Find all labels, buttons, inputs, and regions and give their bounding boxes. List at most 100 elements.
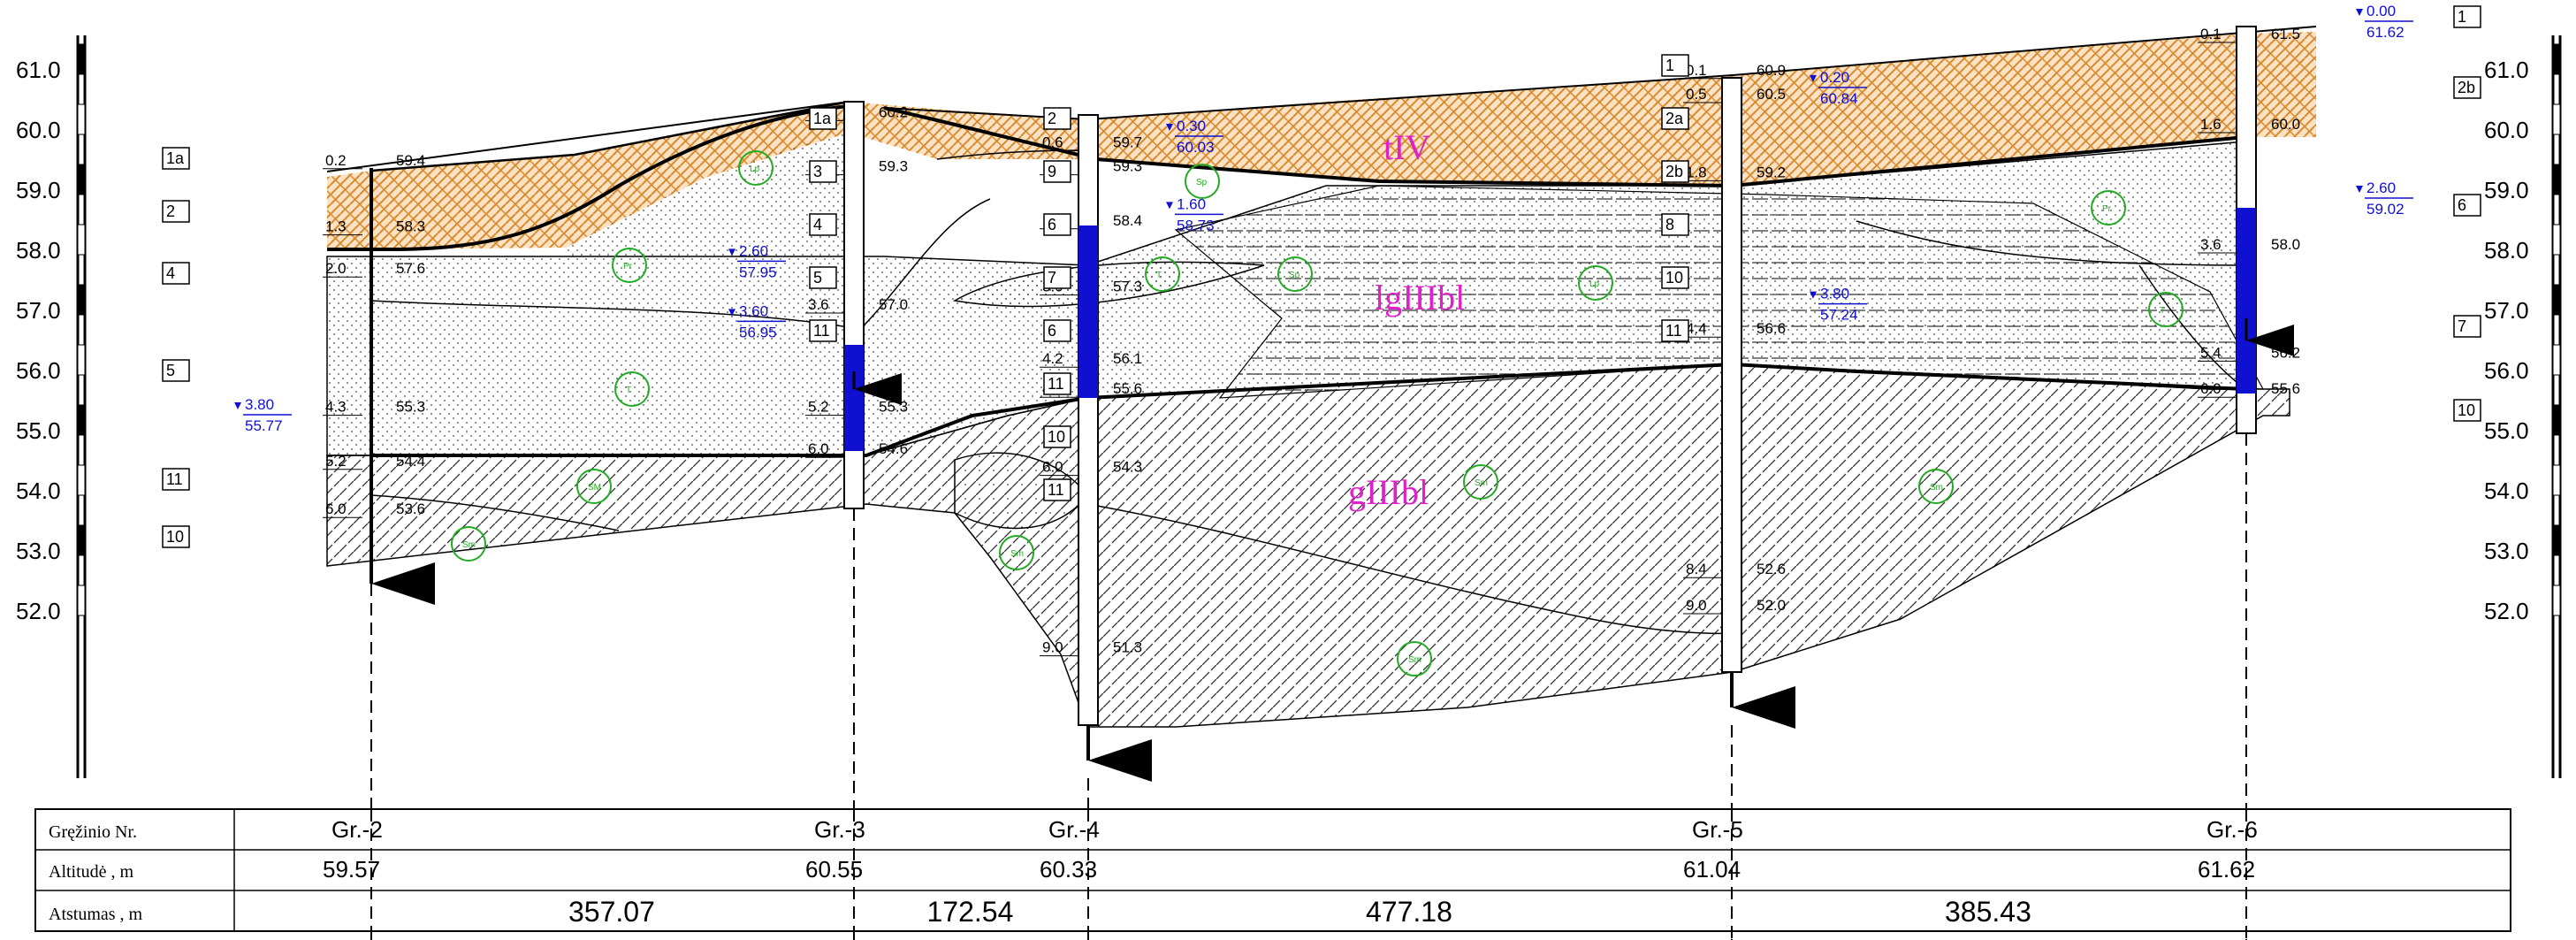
legend-code: 7 <box>2458 317 2466 335</box>
soil-type-circle <box>1185 164 1220 199</box>
legend-code: 10 <box>2458 401 2475 419</box>
legend-code: 6 <box>2458 196 2466 214</box>
soil-type-circle <box>1463 464 1498 500</box>
depth-label: 3.6 <box>2200 236 2222 253</box>
soil-type-label: SM <box>588 483 601 493</box>
soil-type-circle <box>614 371 650 407</box>
water-level-marker <box>2356 186 2363 193</box>
soil-type-circle <box>612 248 647 283</box>
legend-code-box <box>2453 194 2481 217</box>
legend-code-box <box>2453 399 2481 422</box>
scale-segment <box>77 464 86 496</box>
water-right-top-elev: 61.62 <box>2366 24 2405 41</box>
layer-code-box <box>1043 372 1071 395</box>
layer-code-box <box>809 107 837 130</box>
soil-type-circle <box>2091 190 2126 225</box>
elevation-label: 60.2 <box>879 103 908 120</box>
scale-segment <box>77 344 86 376</box>
scale-tick-label: 61.0 <box>16 57 61 83</box>
elevation-label: 52.6 <box>1757 561 1786 577</box>
layer-code-box <box>1043 266 1071 289</box>
soil-type-label: Sm <box>462 540 476 550</box>
layer-code-box <box>1043 425 1071 448</box>
water-right-depth: 2.60 <box>2366 180 2396 196</box>
table-row-label: Altitudė , m <box>49 862 134 882</box>
scale-segment <box>2552 404 2561 436</box>
layer-code: 4 <box>813 216 822 233</box>
layer-code: 2a <box>1665 110 1684 127</box>
depth-label: 4.3 <box>325 399 347 416</box>
legend-code: 11 <box>166 470 183 488</box>
borehole-water-depth: 0.30 <box>1177 118 1206 134</box>
scale-tick-label: 52.0 <box>2484 598 2529 624</box>
elevation-label: 56.2 <box>2271 344 2300 361</box>
depth-label: 3.6 <box>808 296 829 313</box>
layer-code: 9 <box>1048 163 1056 180</box>
soil-type-label: Sm <box>1010 549 1024 559</box>
depth-label: 6.0 <box>325 501 347 517</box>
scale-tick-label: 53.0 <box>2484 538 2529 564</box>
depth-label: 0.6 <box>1042 134 1063 150</box>
depth-label: 6.0 <box>1042 459 1063 476</box>
layer-code: 6 <box>1048 322 1056 340</box>
soil-type-label: Sp <box>1289 271 1300 280</box>
water-level-marker <box>1166 123 1173 131</box>
depth-label: 9.0 <box>1686 597 1707 614</box>
water-level-marker <box>728 248 735 256</box>
depth-label: 1.6 <box>2200 116 2222 133</box>
layer-code: 1 <box>1665 57 1674 74</box>
layer-code-box <box>809 319 837 342</box>
elevation-label: 59.7 <box>1113 134 1142 150</box>
legend-code: 2b <box>2458 79 2475 96</box>
elevation-scale-left: 61.060.059.058.057.056.055.054.053.052.0 <box>16 35 87 778</box>
layer-code: 11 <box>1048 481 1064 499</box>
elevation-label: 61.5 <box>2271 26 2300 42</box>
elevation-label: 57.0 <box>879 296 908 313</box>
scale-segment <box>2552 464 2561 496</box>
soil-type-label: Sm <box>1475 478 1488 488</box>
elevation-label: 58.4 <box>1113 212 1142 229</box>
soil-type-circle <box>1145 256 1180 292</box>
layer-code: 3 <box>813 163 822 180</box>
elevation-label: 54.4 <box>396 453 425 470</box>
table-borehole-id: Gr.-6 <box>2206 816 2258 843</box>
depth-label: 5.4 <box>2200 344 2222 361</box>
borehole-water-elev: 58.73 <box>1177 217 1215 233</box>
legend-code: 1a <box>166 149 185 167</box>
legend-code-box <box>162 468 190 491</box>
scale-segment <box>77 43 86 75</box>
scale-segment <box>77 585 86 616</box>
layer-code-box <box>809 160 837 183</box>
scale-segment <box>77 164 86 195</box>
scale-segment <box>2552 224 2561 256</box>
soil-type-label: Lp <box>750 164 760 174</box>
scale-tick-label: 60.0 <box>16 117 61 143</box>
elevation-label: 57.6 <box>396 260 425 277</box>
depth-label: 0.5 <box>1686 86 1707 103</box>
layer-code-box <box>1661 160 1689 183</box>
soil-type-label: Sm <box>1408 655 1421 665</box>
scale-segment <box>2552 344 2561 376</box>
water-level-marker <box>234 402 241 409</box>
labels: 1a245111012b67103.8055.772.6059.020.0061… <box>162 3 2481 676</box>
legend-code: 5 <box>166 362 175 379</box>
depth-label: 6.0 <box>2200 380 2222 397</box>
elevation-label: 55.6 <box>1113 380 1142 397</box>
elevation-label: 58.3 <box>396 218 425 235</box>
depth-label: 5.2 <box>325 453 347 470</box>
layer-code: 10 <box>1048 428 1065 446</box>
scale-segment <box>77 224 86 256</box>
borehole-water-elev: 57.95 <box>739 264 777 280</box>
elevation-label: 59.4 <box>396 152 425 169</box>
depth-label: 5.2 <box>808 399 829 416</box>
scale-tick-label: 59.0 <box>16 177 61 203</box>
soil-type-label: Pr <box>2102 204 2112 214</box>
scale-tick-label: 57.0 <box>2484 297 2529 324</box>
water-level-marker <box>2356 9 2363 16</box>
legend-code-box <box>162 147 190 170</box>
scale-tick-label: 57.0 <box>16 297 61 324</box>
layer-code: 1a <box>813 110 832 127</box>
layer-code-box <box>809 266 837 289</box>
table-distance: 357.07 <box>568 896 655 928</box>
borehole-water-depth: 1.60 <box>1177 195 1206 212</box>
